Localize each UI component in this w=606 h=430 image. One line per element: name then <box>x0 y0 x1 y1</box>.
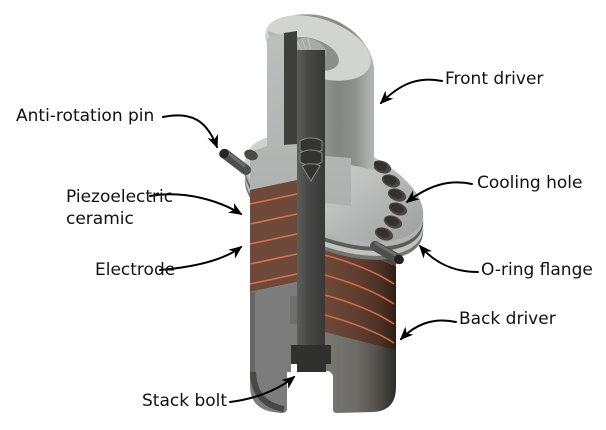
piezoelectric-ceramic-left-shape <box>249 180 298 292</box>
label-o-ring-flange: O-ring flange <box>481 260 593 280</box>
stack-bolt-head <box>291 345 331 372</box>
back-driver-shape <box>325 326 396 413</box>
label-back-driver: Back driver <box>459 309 556 329</box>
arrow-cooling-hole <box>405 181 473 204</box>
cooling-holes <box>372 160 408 241</box>
annotation-arrows <box>149 78 479 403</box>
arrow-electrode <box>159 245 243 271</box>
label-anti-rotation-pin: Anti-rotation pin <box>16 106 155 126</box>
anti-rotation-pin-left <box>219 148 251 175</box>
label-front-driver: Front driver <box>445 69 544 89</box>
stack-bolt-shape <box>297 50 325 346</box>
arrow-front-driver <box>379 78 443 105</box>
arrow-back-driver <box>399 319 457 341</box>
neck-cut-face <box>267 33 284 148</box>
anti-rotation-pin-right <box>370 241 404 265</box>
flange-cut-faces <box>244 144 351 206</box>
arrow-anti-rotation-pin <box>162 114 219 149</box>
arrow-stack-bolt <box>229 375 296 403</box>
back-driver-left-shape <box>250 282 297 413</box>
electrode-lines-left <box>249 193 298 285</box>
electrode-lines-right <box>324 254 395 344</box>
label-stack-bolt: Stack bolt <box>142 391 228 411</box>
label-piezoelectric-ceramic: Piezoelectric ceramic <box>66 187 174 229</box>
thread-detail-sketch <box>299 137 323 182</box>
arrow-o-ring-flange <box>418 244 479 273</box>
label-electrode: Electrode <box>95 260 176 280</box>
label-cooling-hole: Cooling hole <box>477 173 583 193</box>
arrow-piezoelectric-ceramic <box>149 193 243 215</box>
